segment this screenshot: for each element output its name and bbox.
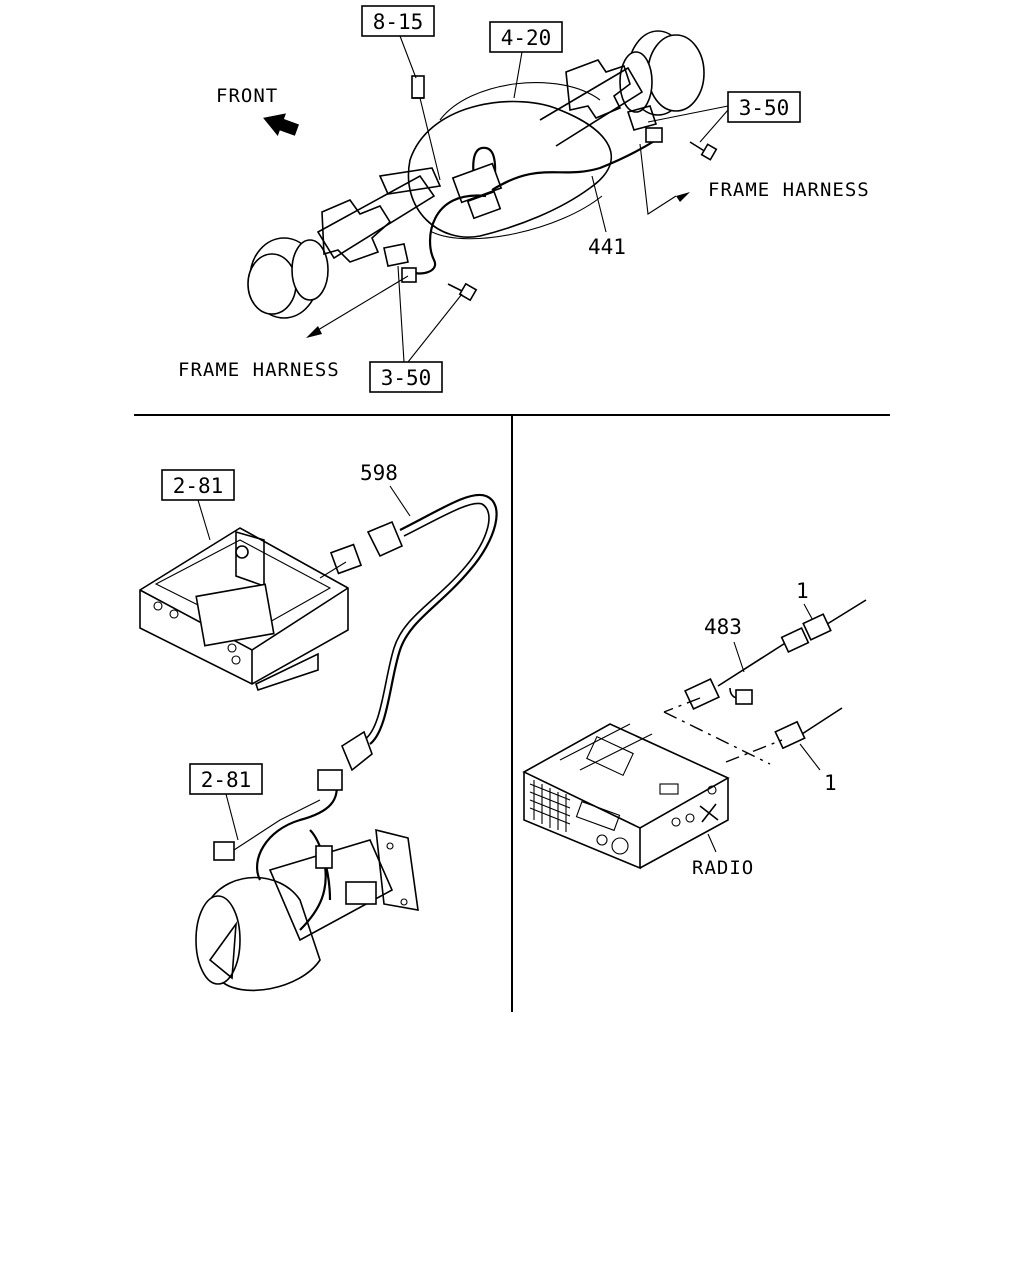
ref-box-3-50-bottom: 3-50 <box>369 361 443 393</box>
starter-motor <box>195 769 419 992</box>
ref-4-20-label: 4-20 <box>501 26 552 50</box>
front-arrow-icon <box>263 113 299 136</box>
part-598-label: 598 <box>360 461 398 485</box>
bracket-tray <box>139 527 363 692</box>
frame-harness-right-label: FRAME HARNESS <box>708 179 870 201</box>
ref-box-8-15: 8-15 <box>361 5 435 37</box>
ref-2-81-upper-label: 2-81 <box>173 474 224 498</box>
speaker-grille <box>529 780 571 832</box>
ref-box-4-20: 4-20 <box>489 21 563 53</box>
ref-3-50-bottom-label: 3-50 <box>381 366 432 390</box>
frame-harness-left-label: FRAME HARNESS <box>178 359 340 381</box>
harness-598 <box>341 493 498 772</box>
ref-box-3-50-right: 3-50 <box>727 91 801 123</box>
connector-1-lower <box>774 707 843 750</box>
part-1-upper-label: 1 <box>796 579 809 603</box>
bolt-icon <box>447 282 478 302</box>
front-label: FRONT <box>216 85 278 107</box>
ref-box-2-81-lower: 2-81 <box>189 763 263 795</box>
bolt-icon <box>411 75 425 99</box>
radio-unit <box>522 723 730 870</box>
radio-label: RADIO <box>692 857 754 879</box>
bolt-icon <box>689 141 718 161</box>
part-483-label: 483 <box>704 615 742 639</box>
ref-box-2-81-upper: 2-81 <box>161 469 235 501</box>
part-441-label: 441 <box>588 235 626 259</box>
rear-axle-assembly <box>247 30 718 319</box>
connector-1-upper <box>802 599 867 641</box>
ref-3-50-right-label: 3-50 <box>739 96 790 120</box>
part-1-lower-label: 1 <box>824 771 837 795</box>
ref-2-81-lower-label: 2-81 <box>201 768 252 792</box>
harness-483 <box>684 627 810 711</box>
ref-8-15-label: 8-15 <box>373 10 424 34</box>
